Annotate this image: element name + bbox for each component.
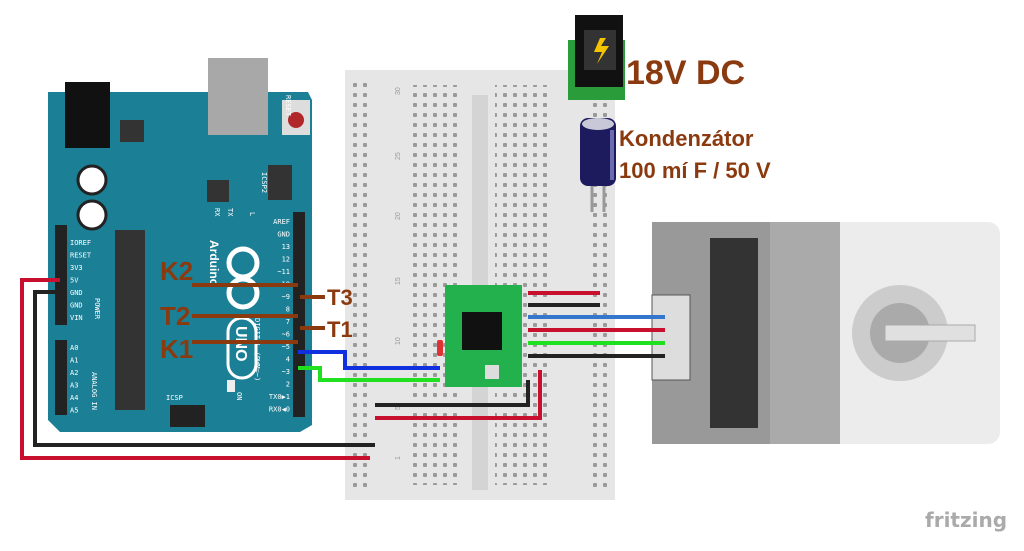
icsp-header <box>170 405 205 427</box>
motor-shaft <box>884 324 976 342</box>
l-label: L <box>248 212 256 216</box>
bb-col-label: 20 <box>395 212 402 220</box>
wires <box>20 278 665 460</box>
pin-label: ~3 <box>282 368 290 376</box>
rx-label: RX <box>213 208 221 217</box>
pin-label: 5V <box>70 277 79 285</box>
power-label: POWER <box>93 298 101 320</box>
pin-label: A4 <box>70 394 78 402</box>
arduino-logo-text: Arduino <box>207 240 221 286</box>
tx-label: TX <box>226 208 234 217</box>
pin-label: 8 <box>286 306 290 314</box>
bb-col-label: 5 <box>395 406 402 410</box>
capacitor <box>580 118 616 212</box>
pin-label: RESET <box>70 252 92 260</box>
analog-label: ANALOG IN <box>90 372 98 410</box>
pin-label: 12 <box>282 256 290 264</box>
label-k2: K2 <box>160 256 193 286</box>
lightning-icon <box>594 38 609 64</box>
wire-step <box>298 350 440 370</box>
pin-label: 3V3 <box>70 264 83 272</box>
bb-col-label: 1 <box>395 456 402 460</box>
label-t2: T2 <box>160 301 190 331</box>
pin-label: GND <box>277 231 290 239</box>
wire-dir <box>298 366 440 382</box>
on-label: ON <box>235 392 243 400</box>
power-header <box>55 225 67 325</box>
bb-col-label: 30 <box>395 87 402 95</box>
usb-port <box>208 58 268 135</box>
pin-label: A1 <box>70 357 78 365</box>
wire-5v <box>20 278 370 460</box>
pin-label: 4 <box>286 356 290 364</box>
label-k1: K1 <box>160 334 193 364</box>
reset-label: RESET <box>284 95 292 117</box>
power-jack <box>65 82 110 148</box>
power-label-18v: 18V DC <box>626 54 745 92</box>
digital-label: DIGITAL (PWM=~) <box>253 318 261 381</box>
pin-label: TX0▶1 <box>269 393 290 401</box>
digital-header <box>293 212 305 417</box>
pin-label: VIN <box>70 314 83 322</box>
pin-label: A0 <box>70 344 78 352</box>
pin-label: 13 <box>282 243 290 251</box>
capacitor-value: 100 mí F / 50 V <box>619 158 771 183</box>
pin-label: 7 <box>286 318 290 326</box>
pin-label: A2 <box>70 369 78 377</box>
pin-label: ~9 <box>282 293 290 301</box>
pin-label: RX0◀0 <box>269 406 290 414</box>
capacitor-onboard <box>76 164 108 196</box>
pin-label: ~6 <box>282 331 290 339</box>
motor-connector <box>651 294 691 381</box>
stepper-motor <box>651 222 1000 444</box>
icsp-label: ICSP <box>166 394 183 402</box>
pin-label: GND <box>70 302 83 310</box>
arduino-board: ICSP2 RESET RX TX L Arduino UNO IOREFRES… <box>48 58 312 432</box>
icsp2-label: ICSP2 <box>260 172 268 193</box>
pin-label: GND <box>70 289 83 297</box>
a4988-driver <box>437 285 522 387</box>
label-t3: T3 <box>327 285 353 310</box>
bb-col-label: 15 <box>395 277 402 285</box>
wire-gnd <box>33 290 375 447</box>
fritzing-watermark: fritzing <box>925 508 1007 532</box>
pin-label: 2 <box>286 381 290 389</box>
capacitor-name: Kondenzátor <box>619 126 754 151</box>
pin-label: A3 <box>70 382 78 390</box>
pin-label: ~11 <box>277 268 290 276</box>
pin-label: A5 <box>70 407 78 415</box>
pin-label: IOREF <box>70 239 91 247</box>
pin-label: AREF <box>273 218 290 226</box>
analog-header <box>55 340 67 415</box>
atmega-chip <box>115 230 145 410</box>
dc-jack <box>568 15 625 100</box>
label-t1: T1 <box>327 317 353 342</box>
bb-col-label: 10 <box>395 337 402 345</box>
bb-col-label: 25 <box>395 152 402 160</box>
pin-label: ~5 <box>282 343 290 351</box>
